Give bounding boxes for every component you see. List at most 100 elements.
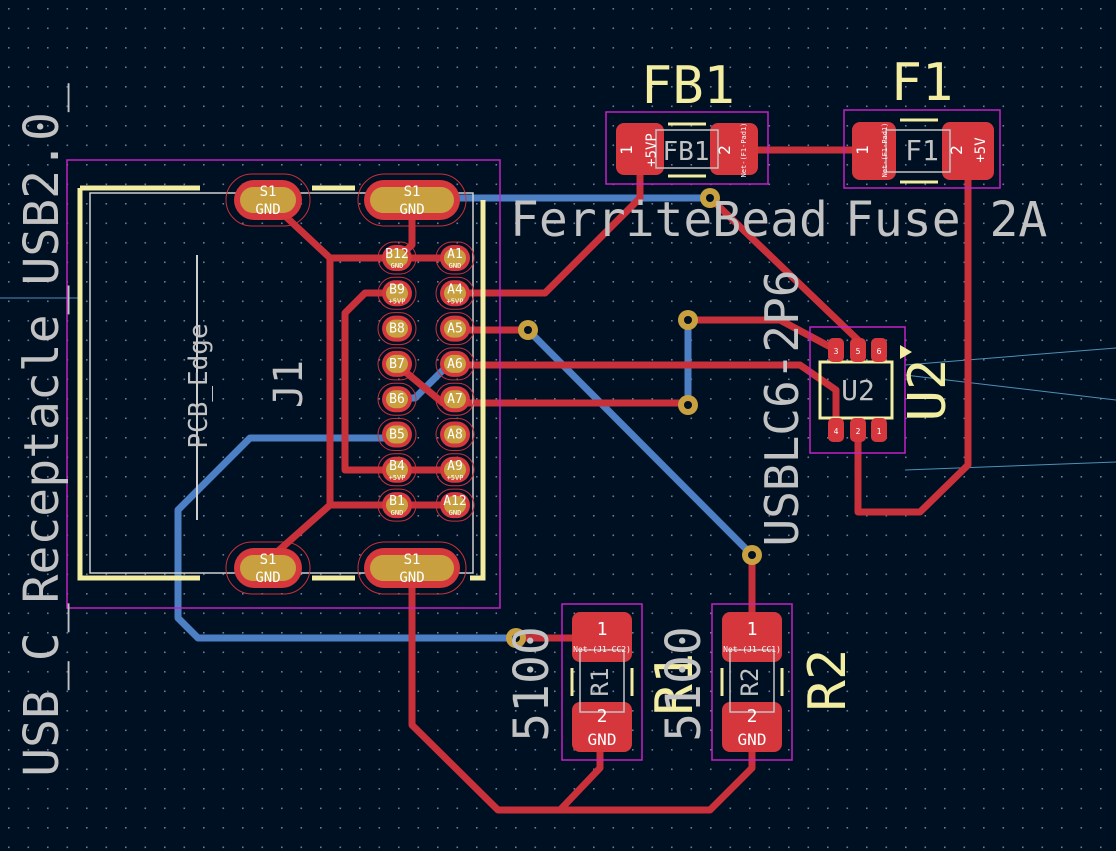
j1-pad-b8[interactable]: B8 [377,312,417,346]
f1-pad-1[interactable] [852,122,896,180]
j1-pcb-edge-label: PCB_Edge [184,323,214,448]
svg-text:B6: B6 [389,392,405,407]
u2-pad-5[interactable] [850,338,866,362]
j1-pad-a6[interactable]: A6 [435,347,475,381]
back-track-cc2[interactable] [174,434,520,642]
footprint-r2[interactable]: R2 1 Net-(J1-CC1) 2 GND [711,603,793,761]
svg-text:+5VP: +5VP [644,133,660,167]
j1-shield-pad-top-left[interactable]: S1 GND [225,173,311,227]
j1-shield-pad-top-right[interactable]: S1 GND [357,173,467,227]
fb1-reference: FB1 [641,56,735,116]
j1-pad-b6[interactable]: B6 [377,382,417,416]
front-track-dp-u2[interactable] [684,316,840,354]
svg-text:A9: A9 [447,459,463,474]
j1-pad-a8[interactable]: A8 [435,418,475,451]
j1-pad-b7[interactable]: B7 [377,347,417,381]
svg-text:A8: A8 [447,428,463,443]
j1-pad-b9[interactable]: B9+5VP [377,276,417,310]
f1-fab-outline [885,129,951,173]
j1-pad-b5[interactable]: B5 [377,418,417,451]
r2-courtyard [711,603,793,761]
j1-shield-pads: S1 GND S1 GND S1 GND S1 GND [225,173,467,595]
svg-text:S1: S1 [404,184,421,200]
u2-reference: U2 [898,359,958,422]
u2-pad-6[interactable] [871,338,887,362]
fb1-fab-reference: FB1 [663,137,710,167]
svg-text:GND: GND [449,262,462,270]
u2-pad-2[interactable] [850,418,866,442]
svg-text:Net-(J1-CC2): Net-(J1-CC2) [573,645,631,654]
u2-pads-bottom: 4 2 1 [828,418,887,442]
j1-pad-b4[interactable]: B4+5VP [377,453,417,487]
svg-text:2: 2 [747,706,758,727]
svg-text:GND: GND [255,570,280,586]
via[interactable] [506,628,526,648]
footprint-fb1[interactable]: FB1 FB1 1 +5VP 2 Net-(F1-Pad1) [605,56,769,185]
f1-reference: F1 [891,53,954,113]
j1-shield-pad-bottom-right[interactable]: S1 GND [357,541,467,595]
svg-text:+5VP: +5VP [447,474,464,482]
j1-signal-pads: B12GNDB9+5VPB8B7B6B5B4+5VPB1GNDA1GNDA4+5… [377,241,475,522]
r1-fab-outline [579,649,625,713]
u2-pad-1[interactable] [871,418,887,442]
svg-text:A6: A6 [447,357,463,372]
j1-pad-a4[interactable]: A4+5VP [435,276,475,310]
svg-text:GND: GND [738,730,767,749]
svg-text:B1: B1 [389,494,405,509]
via[interactable] [700,188,720,208]
svg-text:B12: B12 [385,247,408,262]
j1-pad-a5[interactable]: A5 [435,312,475,346]
fb1-pad-1[interactable] [616,123,664,175]
svg-text:A12: A12 [443,494,466,509]
j1-shield-pad-bottom-left[interactable]: S1 GND [225,541,311,595]
svg-text:1: 1 [597,619,608,640]
svg-text:+5VP: +5VP [447,297,464,305]
svg-text:+5VP: +5VP [389,474,406,482]
footprint-u2[interactable]: 3 5 6 4 2 1 U2 U2 [809,326,958,454]
r2-pad-2[interactable] [722,702,782,752]
via[interactable] [678,310,698,330]
fb1-value: FerriteBead [510,192,828,248]
front-track-a6[interactable] [451,361,840,436]
via[interactable] [678,395,698,415]
svg-text:1: 1 [853,145,872,155]
footprint-f1[interactable]: F1 F1 1 Net-(F1-Pad1) 2 +5V [843,53,1001,189]
r1-pad-2[interactable] [572,702,632,752]
svg-text:GND: GND [449,509,462,517]
u2-pad-4[interactable] [828,418,844,442]
fb1-pad-2[interactable] [710,123,758,175]
front-track-b9-a9[interactable] [341,289,459,474]
u2-pad-3[interactable] [828,338,844,362]
svg-text:2: 2 [856,427,861,436]
front-track-5v-out[interactable] [854,146,972,516]
j1-silk-outline-right [470,200,486,581]
svg-text:GND: GND [588,730,617,749]
u2-courtyard [809,326,906,454]
svg-text:B8: B8 [389,322,405,337]
j1-courtyard [66,159,501,609]
j1-pad-a7[interactable]: A7 [435,382,475,416]
j1-pad-a9[interactable]: A9+5VP [435,453,475,487]
front-track-gnd-shield-top[interactable] [264,196,334,564]
f1-pad-2[interactable] [942,122,994,180]
svg-text:S1: S1 [260,552,277,568]
r1-courtyard [561,603,643,761]
f1-value: Fuse 2A [845,192,1047,248]
svg-text:GND: GND [399,570,424,586]
r2-reference: R2 [798,649,858,712]
j1-value: USB_C_Receptacle_USB2.0_ [14,83,70,777]
svg-text:B5: B5 [389,428,405,443]
svg-text:5: 5 [856,347,861,356]
svg-text:GND: GND [391,262,404,270]
u2-value: USBLC6-2P6 [755,270,809,547]
svg-text:B9: B9 [389,282,405,297]
f1-courtyard [843,109,1001,189]
footprint-r1[interactable]: R1 1 Net-(J1-CC2) 2 GND [561,603,643,761]
via[interactable] [742,545,762,565]
via[interactable] [518,320,538,340]
